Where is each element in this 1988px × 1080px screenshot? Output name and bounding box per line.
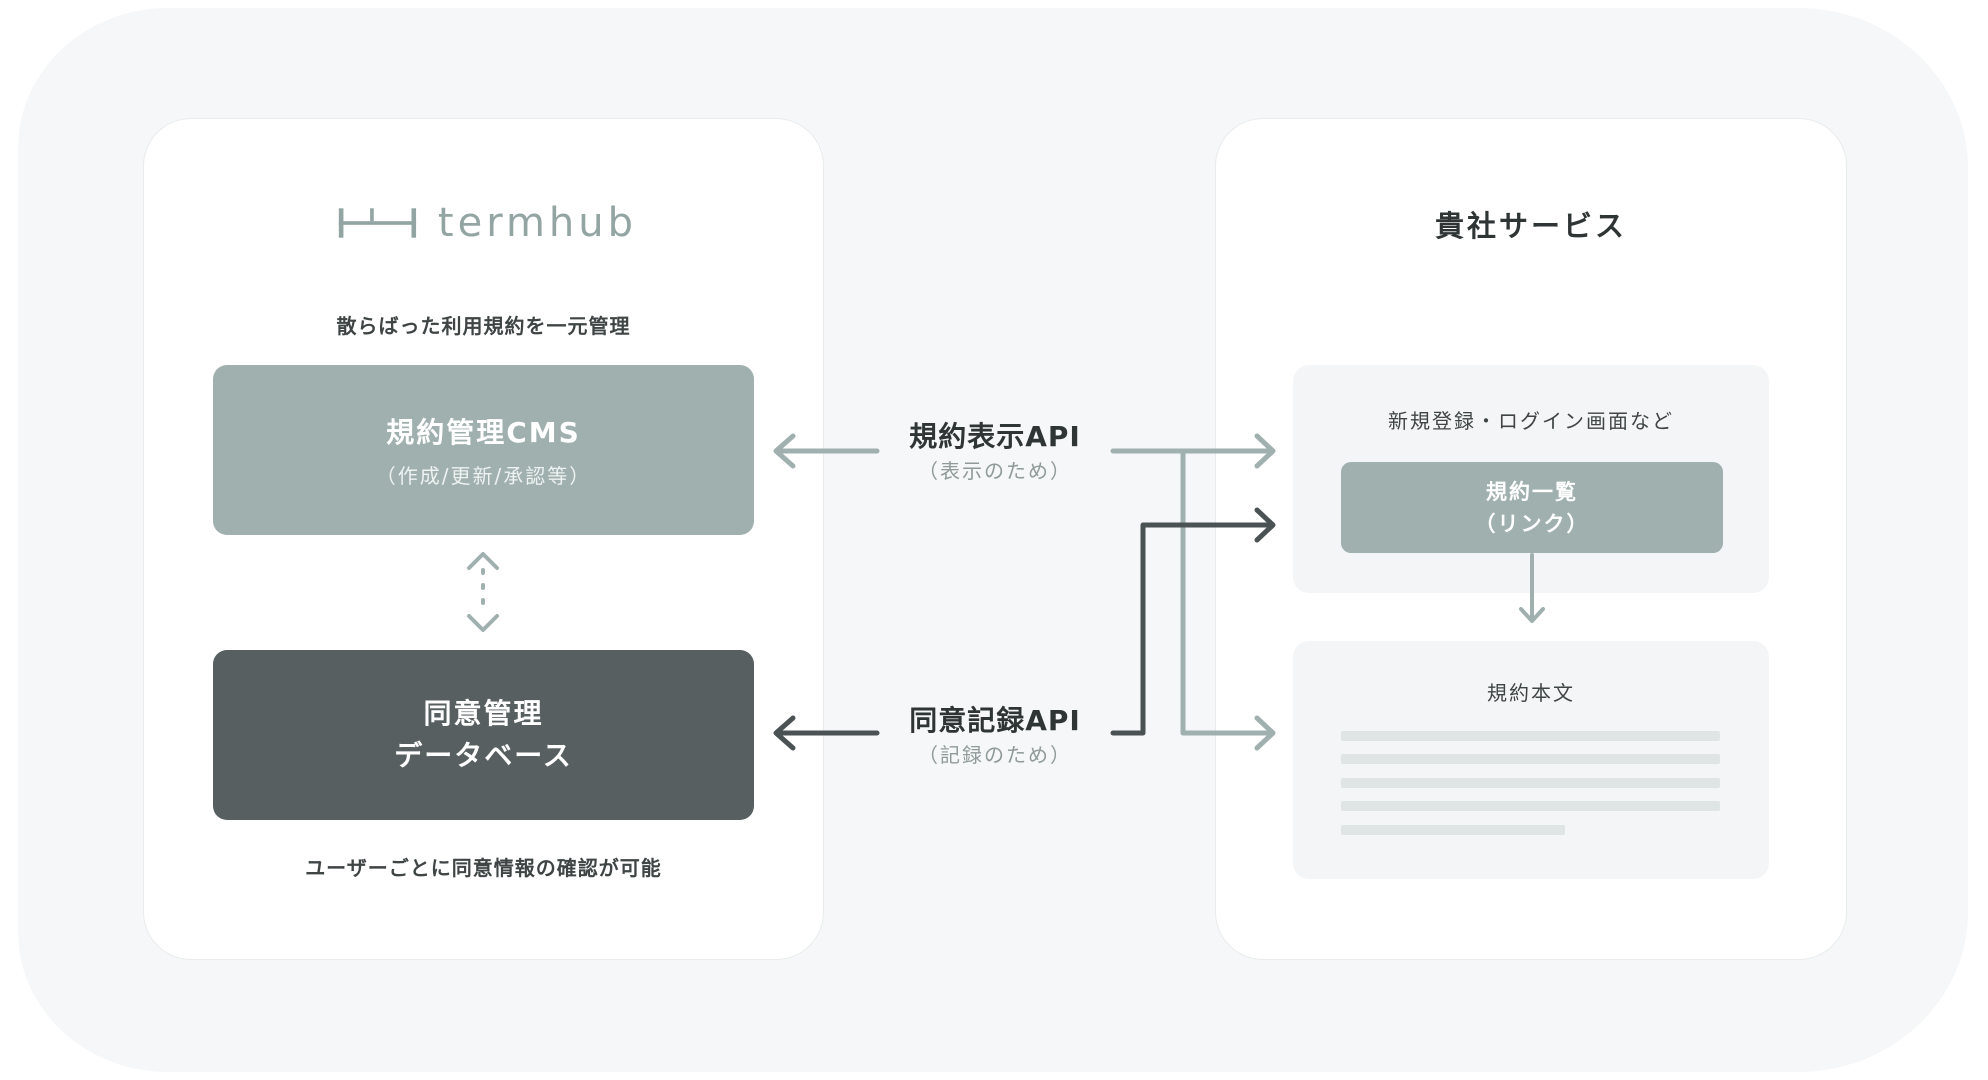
text-line-placeholder (1341, 731, 1720, 741)
terms-list-link-box: 規約一覧 （リンク） (1341, 462, 1723, 553)
text-line-placeholder (1341, 825, 1565, 835)
client-service-title: 貴社サービス (1434, 209, 1627, 243)
terms-list-label: 規約一覧 (1486, 479, 1578, 504)
terms-body-label: 規約本文 (1487, 681, 1575, 705)
logo-text: termhub (437, 200, 637, 246)
consent-database-box: 同意管理 データベース (213, 650, 754, 820)
consent-api-subtitle: （記録のため） (918, 743, 1072, 767)
termhub-logo-icon (338, 208, 417, 238)
termhub-logo: termhub (337, 196, 637, 250)
cms-box-subtitle: （作成/更新/承認等） (375, 463, 592, 488)
text-line-placeholder (1341, 801, 1720, 811)
signup-login-label: 新規登録・ログイン画面など (1388, 409, 1674, 433)
terms-list-link-label: （リンク） (1474, 511, 1590, 536)
consent-api-label: 同意記録API （記録のため） (880, 699, 1110, 768)
cms-box: 規約管理CMS （作成/更新/承認等） (213, 365, 754, 535)
display-api-subtitle: （表示のため） (918, 459, 1072, 483)
text-line-placeholder (1341, 754, 1720, 764)
termhub-footer-note: ユーザーごとに同意情報の確認が可能 (305, 856, 662, 880)
display-api-title: 規約表示API (909, 420, 1081, 453)
text-line-placeholder (1341, 778, 1720, 788)
db-box-title-line1: 同意管理 (423, 697, 544, 730)
db-box-title-line2: データベース (394, 739, 573, 772)
cms-box-title: 規約管理CMS (386, 415, 581, 449)
consent-api-title: 同意記録API (909, 704, 1081, 737)
display-api-label: 規約表示API （表示のため） (880, 415, 1110, 484)
termhub-tagline: 散らばった利用規約を一元管理 (336, 314, 631, 338)
